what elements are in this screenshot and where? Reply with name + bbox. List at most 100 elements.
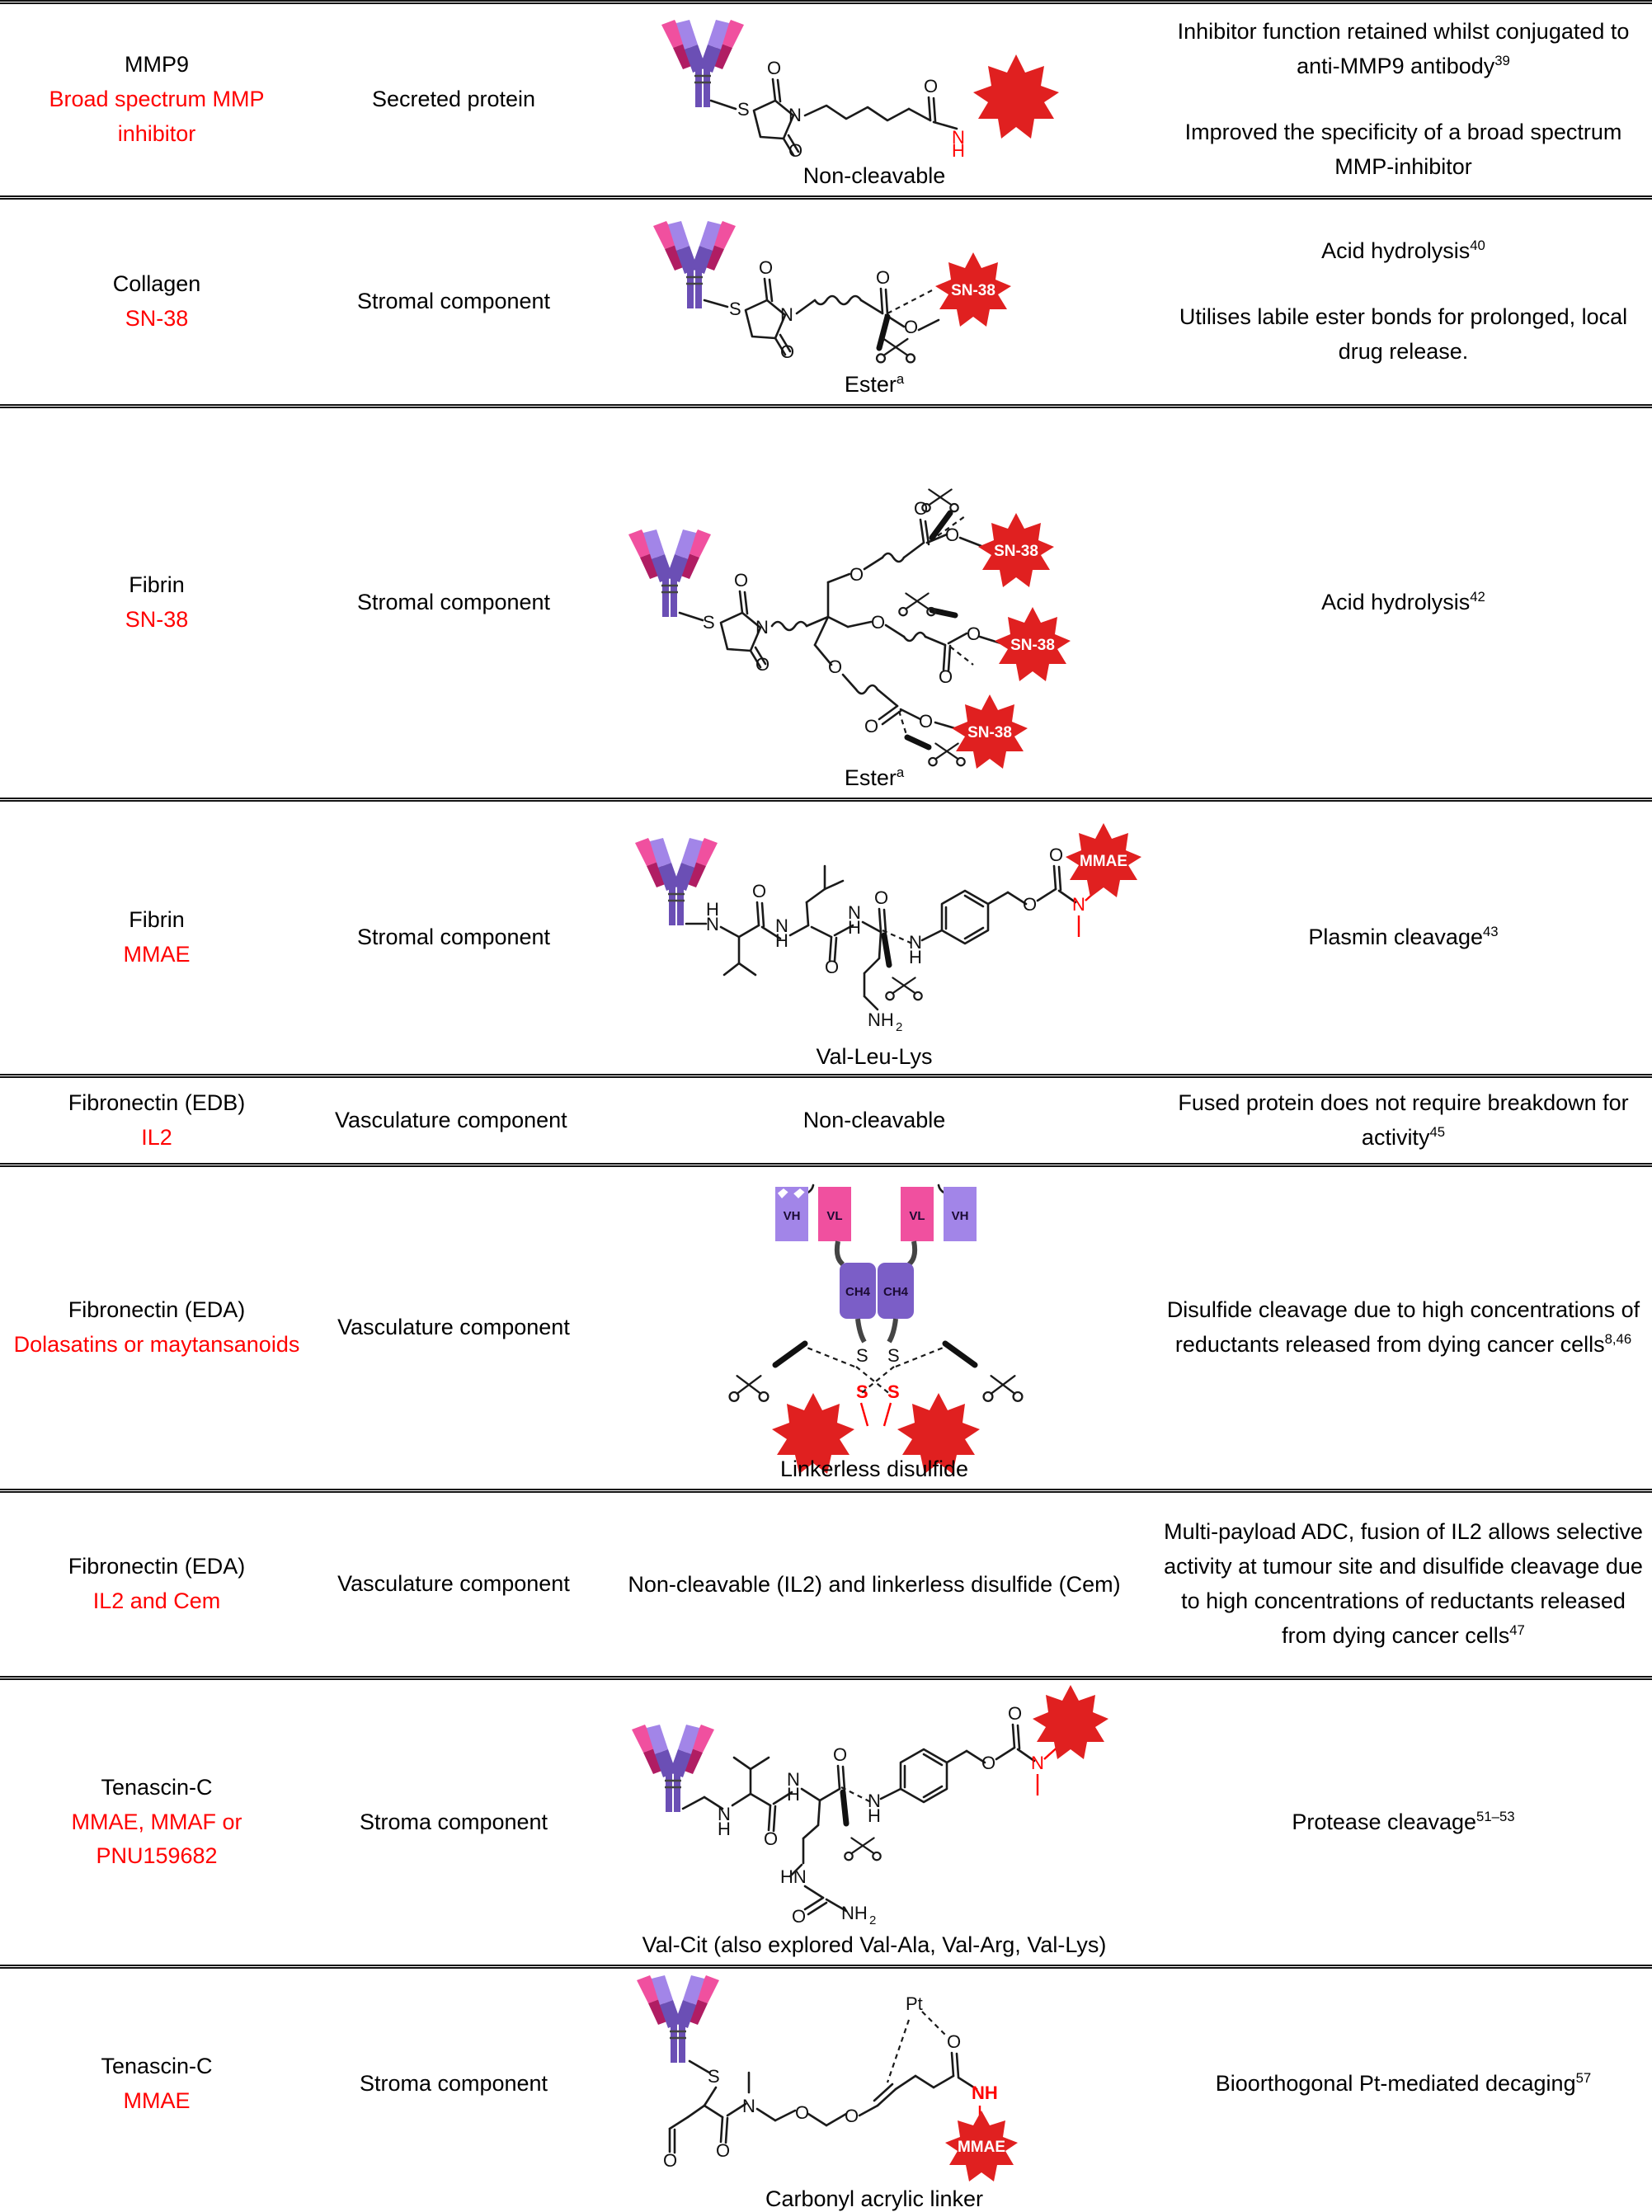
- reference-marker: 57: [1575, 2070, 1592, 2087]
- linker-cell: N H O N H O: [594, 1680, 1155, 1965]
- benzene-ring: [899, 1748, 948, 1804]
- mechanism-cell: Protease cleavage51–53: [1155, 1680, 1652, 1965]
- svg-text:O: O: [1008, 1703, 1022, 1724]
- payload-star-icon: [973, 54, 1059, 139]
- type-cell: Stroma component: [359, 1809, 548, 1834]
- payload-name: Dolasatins or maytansanoids: [13, 1332, 300, 1357]
- svg-text:NH: NH: [868, 1010, 894, 1030]
- svg-text:2: 2: [896, 1020, 902, 1034]
- target-cell: Fibronectin (EDA) Dolasatins or maytansa…: [0, 1167, 313, 1489]
- svg-text:H: H: [868, 1805, 881, 1826]
- svg-text:O: O: [716, 2140, 730, 2161]
- target-cell: MMP9 Broad spectrum MMP inhibitor: [0, 4, 313, 195]
- svg-text:Pt: Pt: [906, 1993, 923, 2014]
- antibody-icon: [637, 1975, 719, 2063]
- table-row: Fibrin SN-38 Stromal component: [0, 408, 1652, 798]
- antibody-icon: [661, 20, 744, 107]
- svg-text:O: O: [914, 498, 928, 519]
- linker-caption: Val-Leu-Lys: [816, 1044, 933, 1069]
- svg-text:O: O: [924, 76, 938, 96]
- target-cell: Tenascin-C MMAE, MMAF or PNU159682: [0, 1680, 313, 1965]
- mechanism-cell: Inhibitor function retained whilst conju…: [1155, 4, 1652, 195]
- table-row: MMP9 Broad spectrum MMP inhibitor Secret…: [0, 4, 1652, 195]
- linker-caption: Estera: [844, 765, 905, 790]
- svg-text:O: O: [833, 1744, 847, 1765]
- target-name: Collagen: [112, 271, 201, 297]
- payload-star-icon: [772, 1392, 854, 1474]
- target-cell: Fibronectin (EDA) IL2 and Cem: [0, 1493, 313, 1676]
- mechanism-text: Inhibitor function retained whilst conju…: [1177, 19, 1630, 79]
- mechanism-cell: Acid hydrolysis42: [1155, 408, 1652, 798]
- mechanism-cell: Disulfide cleavage due to high concentra…: [1155, 1167, 1652, 1489]
- svg-text:N: N: [848, 902, 861, 923]
- linker-caption: Non-cleavable: [802, 163, 946, 188]
- reference-marker: 43: [1483, 924, 1499, 940]
- linker-cell: S O O N O O: [594, 200, 1155, 404]
- svg-text:S: S: [856, 1345, 868, 1366]
- svg-text:N: N: [780, 304, 793, 325]
- linker-diagram-ester-tribranched: S O O N O: [594, 417, 1155, 769]
- payload-star-icon: [897, 1392, 980, 1474]
- mechanism-text: Protease cleavage51–53: [1292, 1808, 1515, 1834]
- scissors-icon: [921, 487, 959, 512]
- type-cell: Stroma component: [359, 2071, 548, 2097]
- mechanism-text: Utilises labile ester bonds for prolonge…: [1179, 304, 1628, 364]
- domain-label-vh: VH: [952, 1209, 969, 1223]
- mechanism-cell: Fused protein does not require breakdown…: [1155, 1078, 1652, 1163]
- target-name: Fibronectin (EDA): [68, 1554, 246, 1579]
- type-cell: Vasculature component: [335, 1107, 567, 1132]
- linker-diagram-ester-mono: S O O N O O: [594, 208, 1155, 369]
- svg-text:N: N: [755, 617, 769, 638]
- domain-label-vh: VH: [784, 1209, 801, 1223]
- svg-text:O: O: [919, 711, 933, 732]
- mechanism-text: Fused protein does not require breakdown…: [1178, 1090, 1629, 1150]
- domain-label-ch4: CH4: [883, 1285, 909, 1299]
- svg-text:S: S: [703, 612, 715, 633]
- svg-text:NH: NH: [972, 2083, 998, 2103]
- payload-name: Broad spectrum MMP inhibitor: [49, 87, 265, 146]
- svg-text:O: O: [904, 317, 918, 337]
- scissors-icon: [928, 741, 966, 766]
- scissors-icon: [728, 1374, 770, 1402]
- linker-cell: VH VL VL VH CH4 CH4 S S: [594, 1167, 1155, 1489]
- antibody-icon: [635, 838, 718, 925]
- reference-marker: 45: [1429, 1123, 1446, 1140]
- svg-text:O: O: [767, 58, 781, 78]
- row-separator: [0, 195, 1652, 200]
- table-top-rule: [0, 0, 1652, 4]
- mechanism-text: Plasmin cleavage43: [1308, 924, 1499, 950]
- diabody-icon: VH VL VL VH CH4 CH4: [775, 1184, 977, 1344]
- svg-text:N: N: [1072, 894, 1085, 915]
- svg-text:N: N: [1031, 1753, 1044, 1773]
- payload-star-icon: SN-38: [952, 694, 1028, 769]
- linker-cell: H N O N H O: [594, 802, 1155, 1074]
- scissors-icon: [982, 1374, 1024, 1402]
- linker-diagram-noncleavable-mmp9: S O O N O N H: [594, 12, 1155, 161]
- mechanism-text: Acid hydrolysis40: [1321, 238, 1485, 264]
- domain-label-vl: VL: [826, 1209, 842, 1223]
- payload-name: SN-38: [125, 306, 189, 331]
- svg-text:O: O: [764, 1828, 778, 1849]
- table-row: Tenascin-C MMAE, MMAF or PNU159682 Strom…: [0, 1680, 1652, 1965]
- table-row: Fibronectin (EDA) Dolasatins or maytansa…: [0, 1167, 1652, 1489]
- target-name: Fibrin: [129, 572, 185, 598]
- reference-marker: 40: [1470, 238, 1485, 254]
- mechanism-text: Disulfide cleavage due to high concentra…: [1166, 1297, 1640, 1357]
- svg-text:N: N: [909, 932, 922, 953]
- svg-text:S: S: [737, 99, 750, 120]
- svg-text:O: O: [792, 1906, 806, 1927]
- payload-name: IL2: [141, 1124, 172, 1150]
- svg-text:O: O: [947, 2031, 961, 2052]
- svg-text:O: O: [864, 716, 878, 737]
- mechanism-text: Multi-payload ADC, fusion of IL2 allows …: [1164, 1519, 1643, 1648]
- svg-text:H: H: [787, 1784, 800, 1805]
- reference-marker: 42: [1470, 589, 1485, 605]
- svg-text:O: O: [1023, 894, 1037, 915]
- svg-text:O: O: [828, 657, 842, 677]
- payload-star-icon: MMAE: [1066, 823, 1141, 897]
- payload-star-icon: [1033, 1685, 1108, 1759]
- linker-diagram-carbonyl-acrylic: S O O N O O: [594, 1975, 1155, 2183]
- star-payload-label: SN-38: [1010, 637, 1055, 654]
- svg-text:O: O: [825, 957, 839, 977]
